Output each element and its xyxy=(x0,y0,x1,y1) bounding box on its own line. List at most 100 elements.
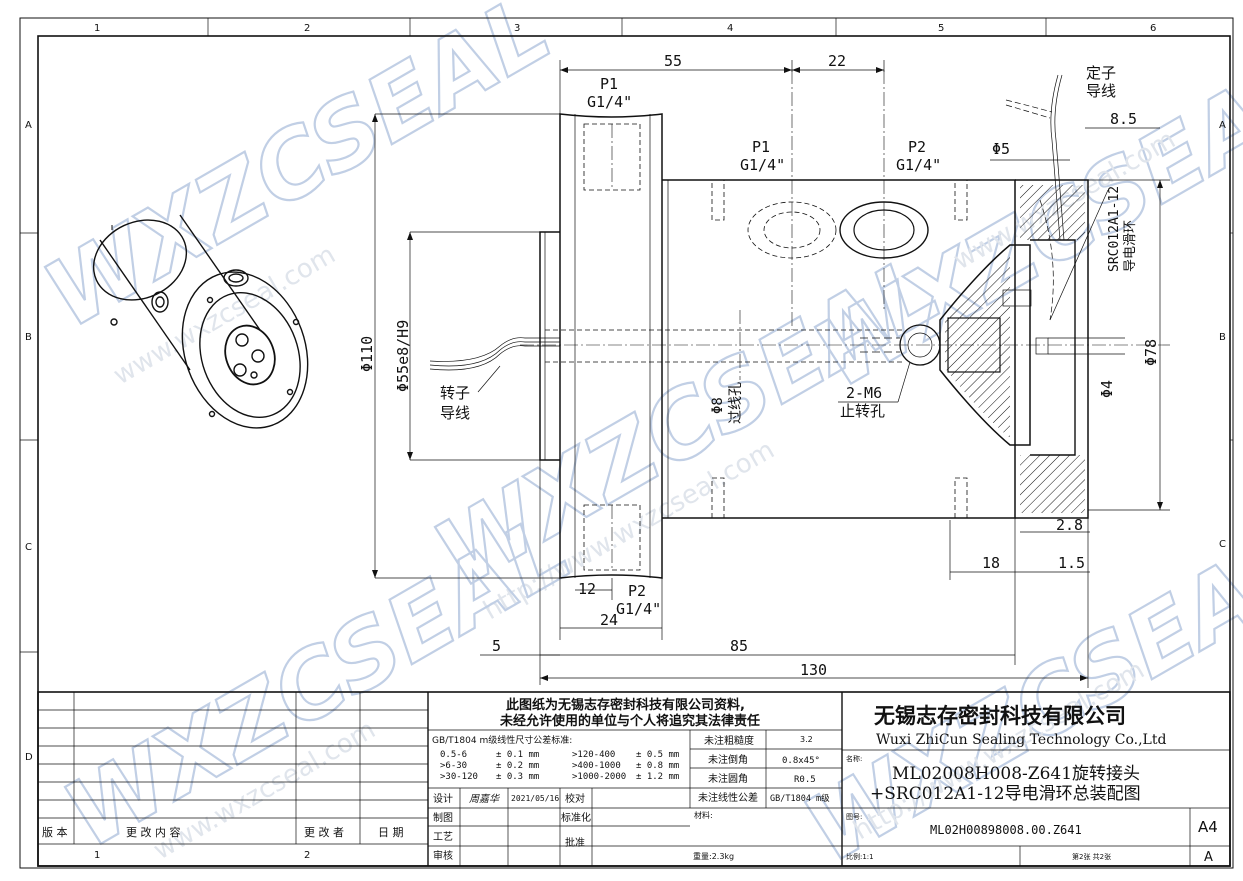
sheet-size: A4 xyxy=(1198,818,1218,836)
design-date: 2021/05/16 xyxy=(511,794,559,803)
drawing-title-2: +SRC012A1-12导电滑环总装配图 xyxy=(870,784,1141,804)
label-p1-top: P1 xyxy=(600,75,618,93)
isometric-view xyxy=(92,214,309,429)
frame-row-c-right: C xyxy=(1219,539,1226,550)
label-slip-ring-model: SRC012A1-12 xyxy=(1107,186,1122,272)
label-through-hole-1: Φ8 xyxy=(710,397,726,414)
watermark-logo: WXZCSEAL xyxy=(28,0,568,349)
dim-12: 12 xyxy=(578,580,596,598)
frame-row-a-right: A xyxy=(1219,120,1226,131)
label-p1-mid-thread: G1/4" xyxy=(740,156,785,174)
frame-col-1: 1 xyxy=(94,23,100,34)
linear-tol-value: GB/T1804 m级 xyxy=(770,793,830,804)
label-stator-wire-1: 定子 xyxy=(1086,64,1116,82)
dim-phi5: Φ5 xyxy=(992,140,1010,158)
label-set-screw-2: 止转孔 xyxy=(840,402,885,420)
drawn-label: 制图 xyxy=(433,811,453,824)
tol-row-2-d: ± 0.8 mm xyxy=(636,761,679,771)
company-name-en: Wuxi ZhiCun Sealing Technology Co.,Ltd xyxy=(876,732,1166,748)
frame-col-4: 4 xyxy=(727,23,733,34)
review-label: 审核 xyxy=(433,849,453,862)
frame-row-b: B xyxy=(25,332,32,343)
rev-header-version: 版 本 xyxy=(42,825,68,839)
label-stator-wire-2: 导线 xyxy=(1086,82,1116,100)
tol-row-1-b: ± 0.1 mm xyxy=(496,750,539,760)
company-name-cn: 无锡志存密封科技有限公司 xyxy=(874,703,1126,728)
scale-label: 比例:1:1 xyxy=(846,852,874,861)
confidential-line-2: 未经允许使用的单位与个人将追究其法律责任 xyxy=(499,713,760,729)
dim-22: 22 xyxy=(828,52,846,70)
fillet-label: 未注圆角 xyxy=(708,772,748,785)
label-p2-bottom-thread: G1/4" xyxy=(616,600,661,618)
label-rotor-wire-1: 转子 xyxy=(440,384,470,402)
drawing-no-label: 图号: xyxy=(846,813,862,821)
label-p1-mid: P1 xyxy=(752,138,770,156)
dim-phi55: Φ55e8/H9 xyxy=(394,320,412,392)
dim-85: 85 xyxy=(730,637,748,655)
drawing-number: ML02H00898008.00.Z641 xyxy=(930,823,1082,837)
linear-tol-label: 未注线性公差 xyxy=(698,791,758,804)
label-rotor-wire-2: 导线 xyxy=(440,404,470,422)
label-p1-top-thread: G1/4" xyxy=(587,93,632,111)
tol-row-1-d: ± 0.5 mm xyxy=(636,750,679,760)
frame-col-5: 5 xyxy=(938,23,944,34)
label-slip-ring-name: 导电滑环 xyxy=(1123,220,1138,272)
chamfer-label: 未注倒角 xyxy=(708,753,748,766)
label-p2-bottom: P2 xyxy=(628,582,646,600)
confidential-line-1: 此图纸为无锡志存密封科技有限公司资料, xyxy=(506,697,745,713)
dim-phi78: Φ78 xyxy=(1142,339,1160,366)
dim-1-5: 1.5 xyxy=(1058,554,1085,572)
frame-bottom-col-2: 2 xyxy=(304,850,310,861)
check-label: 校对 xyxy=(565,792,585,805)
designer-name: 周嘉华 xyxy=(469,793,500,805)
weight-label: 重量:2.3kg xyxy=(693,851,734,861)
dim-130: 130 xyxy=(800,661,827,679)
approve-label: 批准 xyxy=(565,836,585,849)
tol-row-3-c: >1000-2000 xyxy=(572,772,626,782)
dim-18: 18 xyxy=(982,554,1000,572)
tolerance-title: GB/T1804 m级线性尺寸公差标准: xyxy=(432,734,572,746)
drawing-title-1: ML02008H008-Z641旋转接头 xyxy=(892,764,1140,784)
label-through-hole-2: 过线孔 xyxy=(728,382,744,424)
frame-bottom-col-1: 1 xyxy=(94,850,100,861)
label-p2-right-thread: G1/4" xyxy=(896,156,941,174)
dimensions: 55 22 8.5 Φ5 Φ110 Φ55e8/H9 Φ78 xyxy=(358,52,1170,688)
dim-24: 24 xyxy=(600,611,618,629)
tol-row-2-b: ± 0.2 mm xyxy=(496,761,539,771)
section-view: 55 22 8.5 Φ5 Φ110 Φ55e8/H9 Φ78 xyxy=(358,52,1170,688)
frame-row-d: D xyxy=(25,752,33,763)
revision-table: 版 本 更 改 内 容 更 改 者 日 期 xyxy=(38,692,429,866)
roughness-value: 3.2 xyxy=(800,735,813,744)
watermark-layer: WXZCSEAL www.wxzcseal.com WXZCSEAL http:… xyxy=(26,0,1243,881)
frame-row-a: A xyxy=(25,120,32,131)
frame-col-3: 3 xyxy=(514,23,520,34)
tol-row-3-b: ± 0.3 mm xyxy=(496,772,539,782)
sheet-of: 第2张 共2张 xyxy=(1072,852,1111,861)
design-label: 设计 xyxy=(433,792,453,805)
standard-label: 标准化 xyxy=(561,811,591,824)
chamfer-value: 0.8x45° xyxy=(782,756,820,766)
dim-8-5: 8.5 xyxy=(1110,110,1137,128)
tol-row-3-d: ± 1.2 mm xyxy=(636,772,679,782)
tol-row-1-a: 0.5-6 xyxy=(440,750,467,760)
material-label: 材料: xyxy=(694,810,713,820)
tol-row-2-c: >400-1000 xyxy=(572,761,621,771)
fillet-value: R0.5 xyxy=(794,775,816,785)
name-label: 名称: xyxy=(846,754,862,763)
frame-row-c: C xyxy=(25,542,32,553)
dim-2-8: 2.8 xyxy=(1056,516,1083,534)
rev-header-author: 更 改 者 xyxy=(304,825,344,839)
dim-phi4: Φ4 xyxy=(1098,380,1116,398)
label-set-screw-1: 2-M6 xyxy=(846,384,882,402)
process-label: 工艺 xyxy=(433,831,453,843)
frame-col-2: 2 xyxy=(304,23,310,34)
frame-col-6: 6 xyxy=(1150,23,1156,34)
revision-letter: A xyxy=(1204,850,1213,865)
tol-row-2-a: >6-30 xyxy=(440,761,467,771)
label-p2-right: P2 xyxy=(908,138,926,156)
frame-row-b-right: B xyxy=(1219,332,1226,343)
tol-row-3-a: >30-120 xyxy=(440,772,478,782)
tol-row-1-c: >120-400 xyxy=(572,750,615,760)
dim-5: 5 xyxy=(492,637,501,655)
rev-header-date: 日 期 xyxy=(378,826,404,839)
